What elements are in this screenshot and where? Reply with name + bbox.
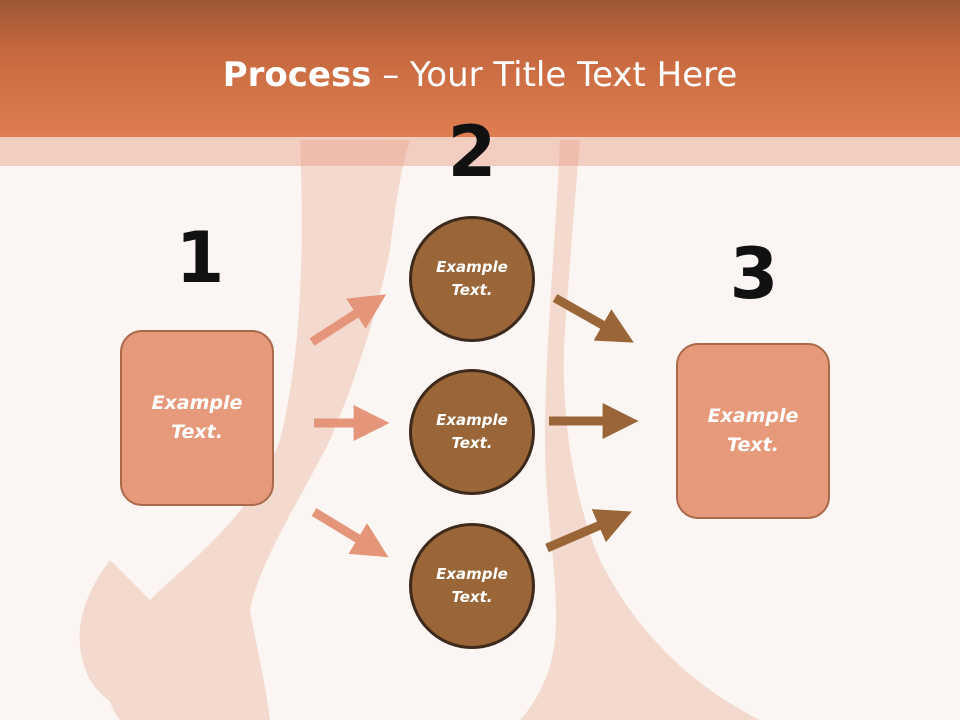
page-title: Process – Your Title Text Here [0, 50, 960, 100]
arrow-top-to-right [552, 294, 634, 343]
step-number-2: 2 [447, 111, 497, 193]
circle-middle-line2: Text. [451, 434, 493, 452]
header-bar [0, 0, 960, 137]
step-1-box-line1: Example [151, 392, 243, 414]
step-1-box-line2: Text. [171, 421, 223, 443]
step-number-1: 1 [175, 217, 225, 299]
step-2-circle-middle: Example Text. [409, 369, 535, 495]
step-3-box: Example Text. [676, 343, 830, 519]
arrow-bottom-to-right [545, 509, 632, 553]
circle-top-line1: Example [436, 258, 508, 276]
step-3-box-line2: Text. [727, 434, 779, 456]
arrow-left-to-bottom [311, 508, 389, 558]
step-1-box: Example Text. [120, 330, 274, 506]
step-3-box-line1: Example [707, 405, 799, 427]
step-number-3: 3 [729, 233, 779, 315]
circle-bottom-line2: Text. [451, 588, 493, 606]
header-band [0, 137, 960, 166]
arrow-left-to-top [309, 294, 387, 346]
step-2-circle-top: Example Text. [409, 216, 535, 342]
circle-top-line2: Text. [451, 281, 493, 299]
step-2-circle-bottom: Example Text. [409, 523, 535, 649]
circle-middle-line1: Example [436, 411, 508, 429]
title-bold: Process [222, 55, 372, 95]
circle-bottom-line1: Example [436, 565, 508, 583]
title-rest: – Your Title Text Here [371, 55, 738, 95]
